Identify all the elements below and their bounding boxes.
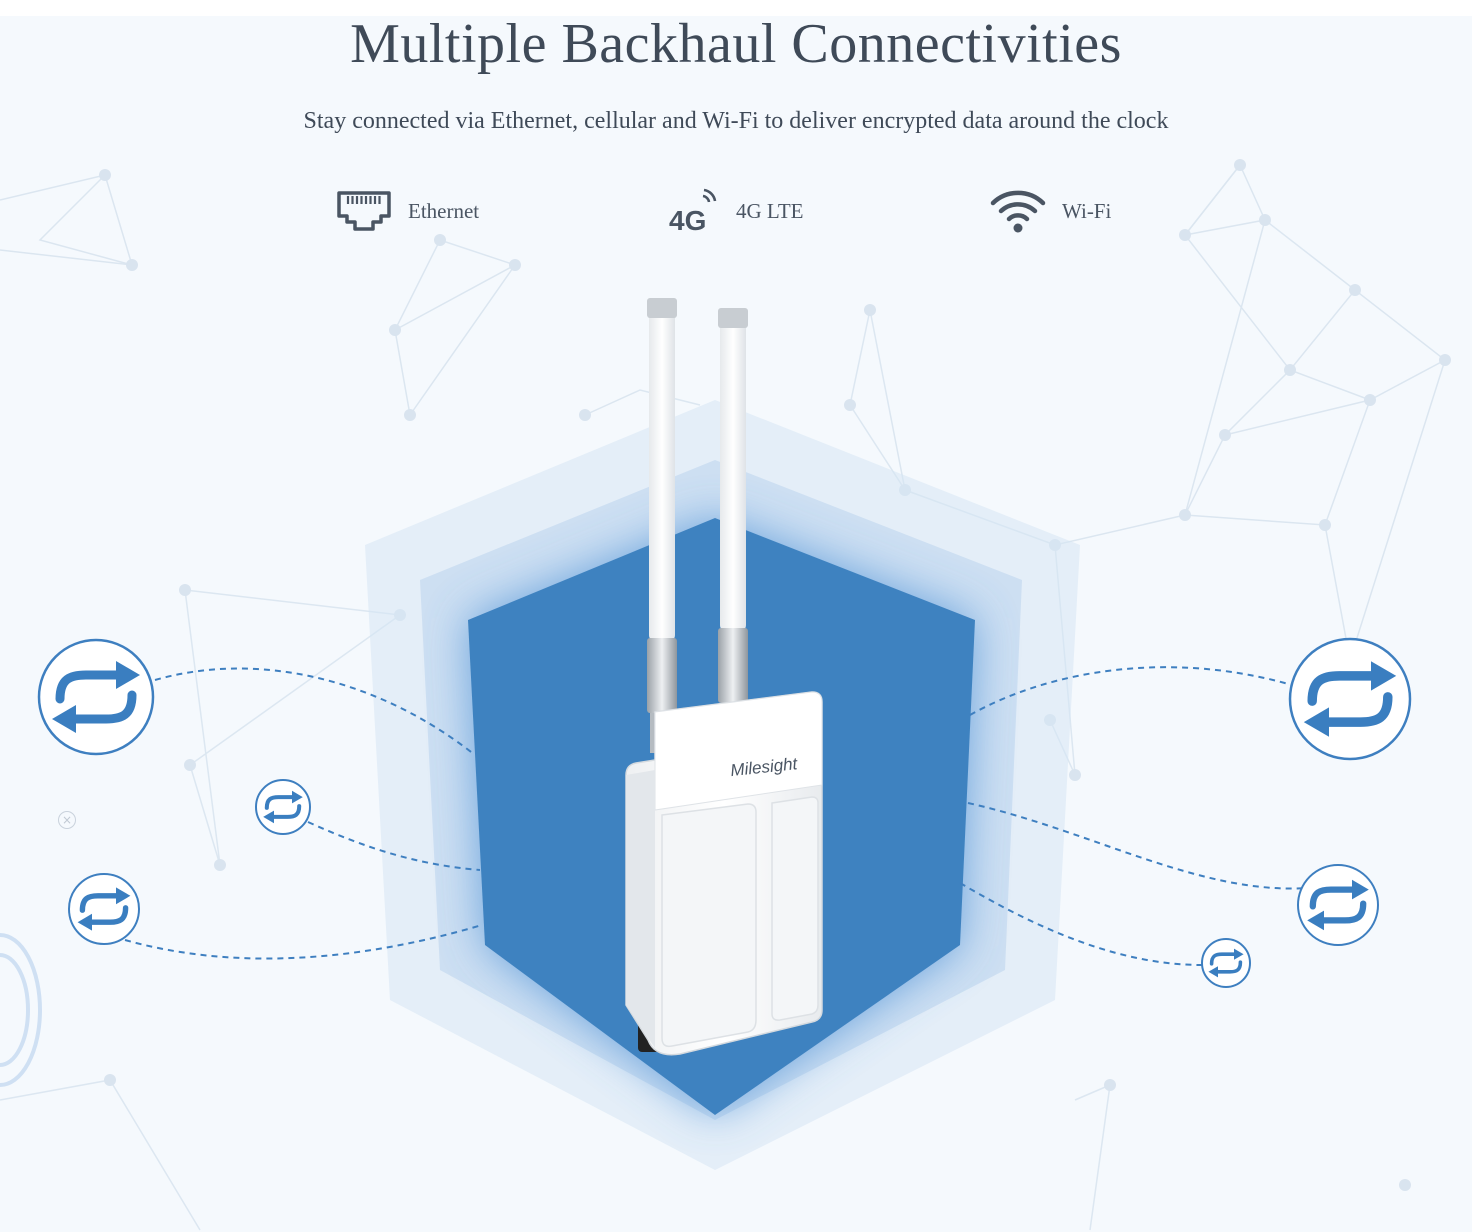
sync-icon	[255, 779, 311, 835]
page-subtitle: Stay connected via Ethernet, cellular an…	[303, 108, 1169, 134]
wifi-icon	[990, 190, 1046, 233]
antenna-left	[649, 302, 675, 642]
connectivity-4g-lte: 4G 4G LTE	[668, 186, 803, 236]
connectivity-wifi: Wi-Fi	[990, 186, 1111, 236]
4g-signal-icon: 4G	[669, 188, 717, 234]
top-bar	[0, 0, 1472, 16]
connectivity-label: 4G LTE	[736, 198, 804, 223]
gateway-device: Milesight	[625, 298, 823, 1056]
connectivity-label: Wi-Fi	[1062, 198, 1112, 223]
sync-icon	[1288, 637, 1412, 761]
connectivity-label: Ethernet	[408, 198, 480, 223]
sync-icon	[68, 873, 140, 945]
page-title: Multiple Backhaul Connectivities	[350, 13, 1122, 75]
connectivity-ethernet: Ethernet	[336, 186, 479, 236]
4g-icon-text: 4G	[669, 205, 706, 234]
antenna-right	[720, 312, 746, 632]
ethernet-port-icon	[337, 191, 391, 231]
sync-icon	[37, 638, 155, 756]
close-button[interactable]: ×	[58, 811, 76, 829]
sync-icon	[1201, 938, 1251, 988]
sync-icon	[1297, 864, 1379, 946]
